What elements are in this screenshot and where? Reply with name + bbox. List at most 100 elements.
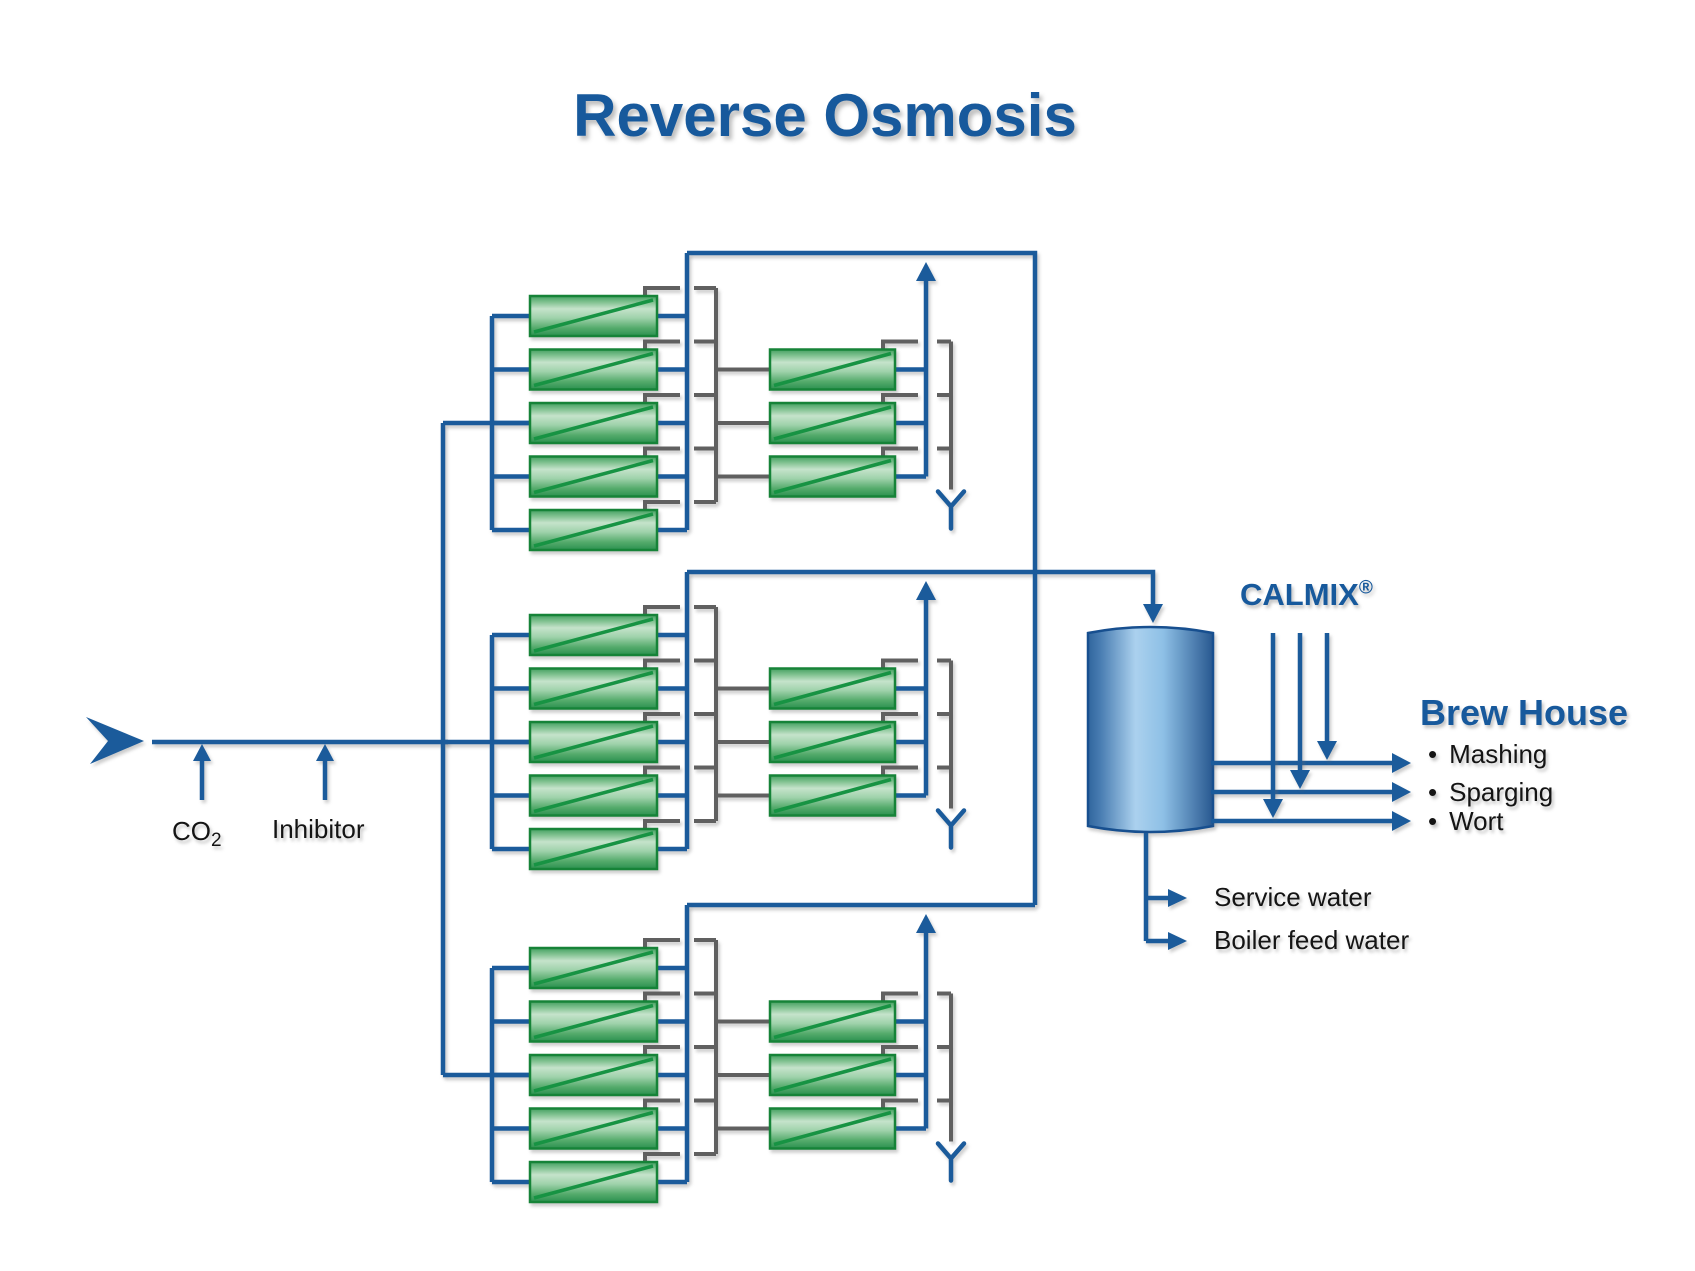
- membrane-spiral-stripe: [533, 950, 654, 986]
- calmix-label: CALMIX®: [1240, 577, 1373, 613]
- bullet-icon: •: [1428, 777, 1438, 807]
- feed-piping: [86, 423, 448, 1075]
- membrane-module: [528, 348, 659, 391]
- permeate-storage-tank: [1086, 625, 1215, 834]
- stage1-concentrate-stub: [643, 712, 680, 722]
- brew-house-item-label: Sparging: [1449, 777, 1554, 807]
- stage1-concentrate-stub: [643, 339, 680, 350]
- membrane-spiral-stripe: [773, 724, 892, 760]
- service-water-arrow-icon: [1168, 889, 1187, 907]
- membrane-spiral-stripe: [773, 405, 892, 441]
- membrane-spiral-stripe: [533, 351, 654, 388]
- stage1-concentrate-stub: [643, 1045, 680, 1055]
- riser-arrow-icon: [916, 262, 936, 281]
- brew-house-item-mashing: • Mashing: [1428, 739, 1548, 770]
- membrane-module: [528, 720, 659, 764]
- membrane-module: [768, 720, 897, 764]
- wort-arrow-icon: [1392, 811, 1411, 831]
- membrane-module: [528, 946, 659, 990]
- brew-house-item-wort: • Wort: [1428, 806, 1504, 837]
- co2-label-base: CO: [172, 816, 211, 846]
- stage1-concentrate-stub: [643, 938, 680, 948]
- membrane-bank-3: [443, 905, 967, 1204]
- membrane-module: [528, 455, 659, 498]
- stage1-concentrate-stub: [643, 1098, 680, 1109]
- riser-arrow-icon: [916, 914, 936, 933]
- membrane-spiral-stripe: [773, 777, 892, 814]
- bullet-icon: •: [1428, 806, 1438, 836]
- membrane-spiral-stripe: [533, 670, 654, 707]
- membrane-spiral-stripe: [533, 405, 654, 441]
- stage2-concentrate-stub: [881, 765, 918, 776]
- membrane-module: [768, 455, 897, 498]
- calmix-dosing-arrow-icon-3: [1317, 741, 1337, 760]
- riser-arrow-icon: [916, 581, 936, 600]
- boiler-feed-arrow-icon: [1168, 932, 1187, 950]
- membrane-module: [528, 1053, 659, 1097]
- membrane-module: [528, 827, 659, 871]
- stage2-concentrate-stub: [881, 446, 918, 457]
- membrane-module: [528, 1000, 659, 1043]
- membrane-spiral-stripe: [533, 512, 654, 548]
- membrane-module: [528, 667, 659, 710]
- stage2-concentrate-stub: [881, 393, 918, 403]
- stage2-concentrate-stub: [881, 1045, 918, 1055]
- calmix-dosing-arrow-icon-1: [1263, 799, 1283, 818]
- membrane-spiral-stripe: [773, 1003, 892, 1040]
- membrane-spiral-stripe: [533, 298, 654, 334]
- membrane-spiral-stripe: [773, 351, 892, 388]
- membrane-banks: [443, 253, 967, 1204]
- brew-house-item-label: Wort: [1449, 806, 1504, 836]
- membrane-module: [528, 508, 659, 552]
- feed-inlet-arrow-icon: [86, 717, 144, 764]
- stage1-concentrate-stub: [643, 658, 680, 669]
- membrane-module: [768, 348, 897, 391]
- stage1-concentrate-stub: [643, 765, 680, 776]
- calmix-dosing-arrows: [1263, 633, 1337, 818]
- membrane-module: [528, 401, 659, 445]
- stage1-concentrate-stub: [643, 991, 680, 1002]
- tank-inlet-arrow-icon: [1143, 604, 1163, 623]
- stage1-concentrate-stub: [643, 819, 680, 829]
- membrane-spiral-stripe: [533, 1003, 654, 1040]
- membrane-spiral-stripe: [533, 777, 654, 814]
- calmix-name: CALMIX: [1240, 577, 1359, 612]
- membrane-module: [528, 774, 659, 817]
- sparging-arrow-icon: [1392, 782, 1411, 802]
- stage1-concentrate-stub: [643, 1152, 680, 1162]
- membrane-spiral-stripe: [533, 1110, 654, 1147]
- membrane-spiral-stripe: [773, 1110, 892, 1147]
- membrane-bank-2: [443, 572, 967, 871]
- stage2-concentrate-stub: [881, 1098, 918, 1109]
- calmix-dosing-arrow-icon-2: [1290, 770, 1310, 789]
- stage1-concentrate-stub: [643, 393, 680, 403]
- bullet-icon: •: [1428, 739, 1438, 769]
- membrane-spiral-stripe: [773, 670, 892, 707]
- co2-injection-arrow-icon: [193, 744, 211, 761]
- permeate-collection-piping: [687, 250, 1163, 908]
- membrane-spiral-stripe: [533, 617, 654, 653]
- stage1-concentrate-stub: [643, 286, 680, 296]
- bank2-permeate-header-to-tank: [687, 569, 1156, 604]
- membrane-bank-1: [443, 253, 967, 552]
- co2-label: CO2: [172, 816, 222, 852]
- membrane-spiral-stripe: [533, 724, 654, 760]
- stage2-concentrate-stub: [881, 339, 918, 350]
- membrane-module: [528, 294, 659, 338]
- membrane-module: [528, 1107, 659, 1150]
- stage2-concentrate-stub: [881, 991, 918, 1002]
- registered-mark: ®: [1358, 577, 1373, 599]
- membrane-spiral-stripe: [533, 1164, 654, 1200]
- brew-house-item-label: Mashing: [1449, 739, 1548, 769]
- membrane-spiral-stripe: [773, 458, 892, 495]
- page-title: Reverse Osmosis: [573, 82, 1077, 149]
- membrane-spiral-stripe: [533, 458, 654, 495]
- stage1-concentrate-stub: [643, 500, 680, 510]
- membrane-module: [528, 1160, 659, 1204]
- drain-y-icon: [935, 489, 967, 531]
- stage1-concentrate-stub: [643, 446, 680, 457]
- stage1-concentrate-stub: [643, 605, 680, 615]
- membrane-module: [768, 401, 897, 445]
